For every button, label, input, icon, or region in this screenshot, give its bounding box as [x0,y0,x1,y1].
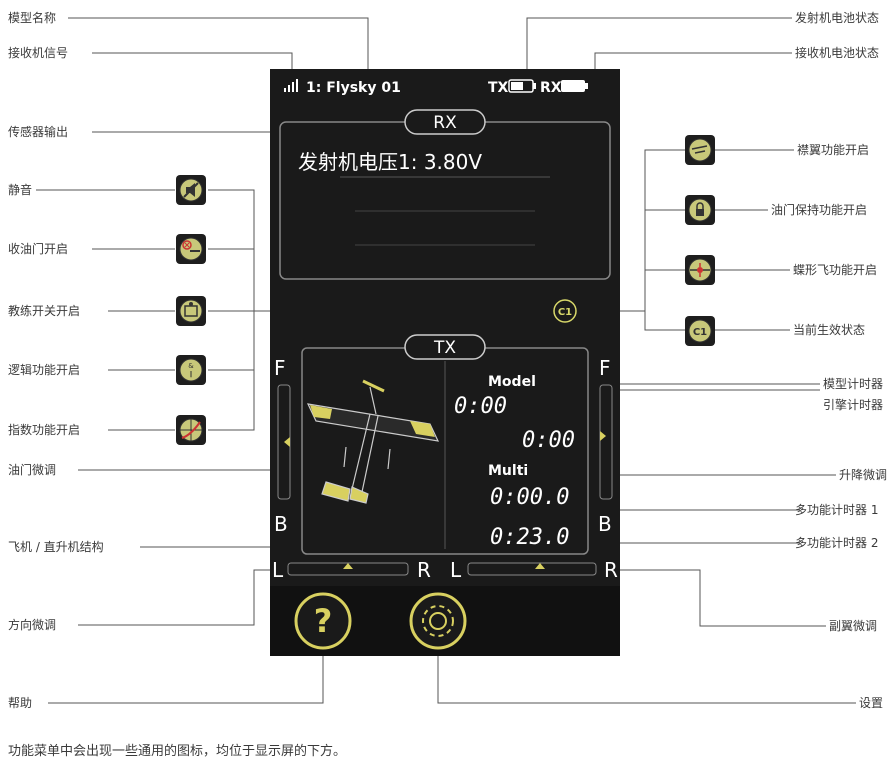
multi-timer-2-value: 0:23.0 [490,525,569,550]
label-current-state: 当前生效状态 [793,323,866,337]
label-mute: 静音 [8,183,33,197]
aileron-trim-right-label: R [604,558,618,582]
label-rx-battery: 接收机电池状态 [795,46,880,60]
throttle-cut-icon [176,234,206,264]
settings-button[interactable] [409,592,467,650]
label-help: 帮助 [8,696,33,710]
model-name-text: 1: Flysky 01 [306,80,401,96]
multi-timer-label: Multi [488,463,528,479]
rx-battery-icon [561,80,588,92]
logic-icon: & ‖ [176,355,206,385]
label-rx-signal: 接收机信号 [8,46,69,60]
svg-text:‖: ‖ [190,371,193,378]
tx-title: TX [433,338,456,358]
elevator-trim-marker [600,431,606,441]
elevator-trim-top-label: F [599,356,611,380]
label-throttle-hold: 油门保持功能开启 [771,203,868,217]
screen-canvas: 1: Flysky 01 TX RX RX 发射机电压1: 3.80V C1 T… [270,79,620,656]
aileron-trim-bar[interactable] [467,562,597,576]
label-aileron-trim: 副翼微调 [829,619,878,633]
expo-icon [176,415,206,445]
butterfly-icon [685,255,715,285]
aileron-trim-marker [535,563,545,569]
label-logic: 逻辑功能开启 [8,363,81,377]
rx-title-pill [404,109,486,135]
svg-text:C1: C1 [558,307,572,318]
engine-timer-value: 0:00 [522,428,575,453]
sensor-readout: 发射机电压1: 3.80V [298,150,482,174]
throttle-trim-top-label: F [274,356,286,380]
tx-battery-icon [508,79,536,93]
airplane-icon [306,379,440,504]
label-engine-timer: 引擎计时器 [823,398,884,412]
flaps-icon [685,135,715,165]
rudder-trim-marker [343,563,353,569]
elevator-trim-bottom-label: B [598,512,612,536]
label-expo: 指数功能开启 [8,423,81,437]
label-butterfly: 蝶形飞功能开启 [793,263,878,277]
throttle-hold-icon [685,195,715,225]
svg-text:C1: C1 [693,327,707,338]
rx-title: RX [433,113,457,133]
label-throttle-trim: 油门微调 [8,463,57,477]
aileron-trim-left-label: L [450,558,462,582]
label-multi-timer-1: 多功能计时器 1 [795,503,879,517]
rudder-trim-left-label: L [272,558,284,582]
signal-bars-icon [284,79,298,92]
elevator-trim-bar[interactable] [599,384,613,500]
label-rudder-trim: 方向微调 [8,618,57,632]
label-trainer: 教练开关开启 [8,304,81,318]
label-model-name: 模型名称 [8,11,57,25]
label-elevator-trim: 升降微调 [839,468,888,482]
label-multi-timer-2: 多功能计时器 2 [795,536,879,550]
mute-icon [176,175,206,205]
footer-note: 功能菜单中会出现一些通用的图标，均位于显示屏的下方。 [8,744,347,759]
label-throttle-cut: 收油门开启 [8,242,69,256]
label-model-timer: 模型计时器 [823,377,884,391]
model-timer-value: 0:00 [454,394,507,419]
rudder-trim-right-label: R [417,558,431,582]
label-tx-battery: 发射机电池状态 [795,11,880,25]
label-settings: 设置 [859,696,884,710]
rx-panel [279,121,611,280]
throttle-trim-marker [284,437,290,447]
multi-timer-1-value: 0:00.0 [490,485,569,510]
condition-c1-icon: C1 [685,316,715,346]
label-airframe: 飞机 / 直升机结构 [8,540,104,554]
model-timer-label: Model [488,374,536,390]
label-flaps: 襟翼功能开启 [797,143,870,157]
device-screen: 1: Flysky 01 TX RX RX 发射机电压1: 3.80V C1 T… [270,69,620,656]
condition-c1-badge: C1 [553,299,577,323]
throttle-trim-bottom-label: B [274,512,288,536]
tx-title-pill [404,334,486,360]
help-button[interactable]: ? [294,592,352,650]
gear-icon [422,605,454,637]
trainer-icon [176,296,206,326]
label-sensor-output: 传感器输出 [8,125,69,139]
svg-text:&: & [188,362,194,370]
rx-label: RX [540,80,562,96]
tx-label: TX [488,80,509,96]
help-icon: ? [314,602,333,640]
